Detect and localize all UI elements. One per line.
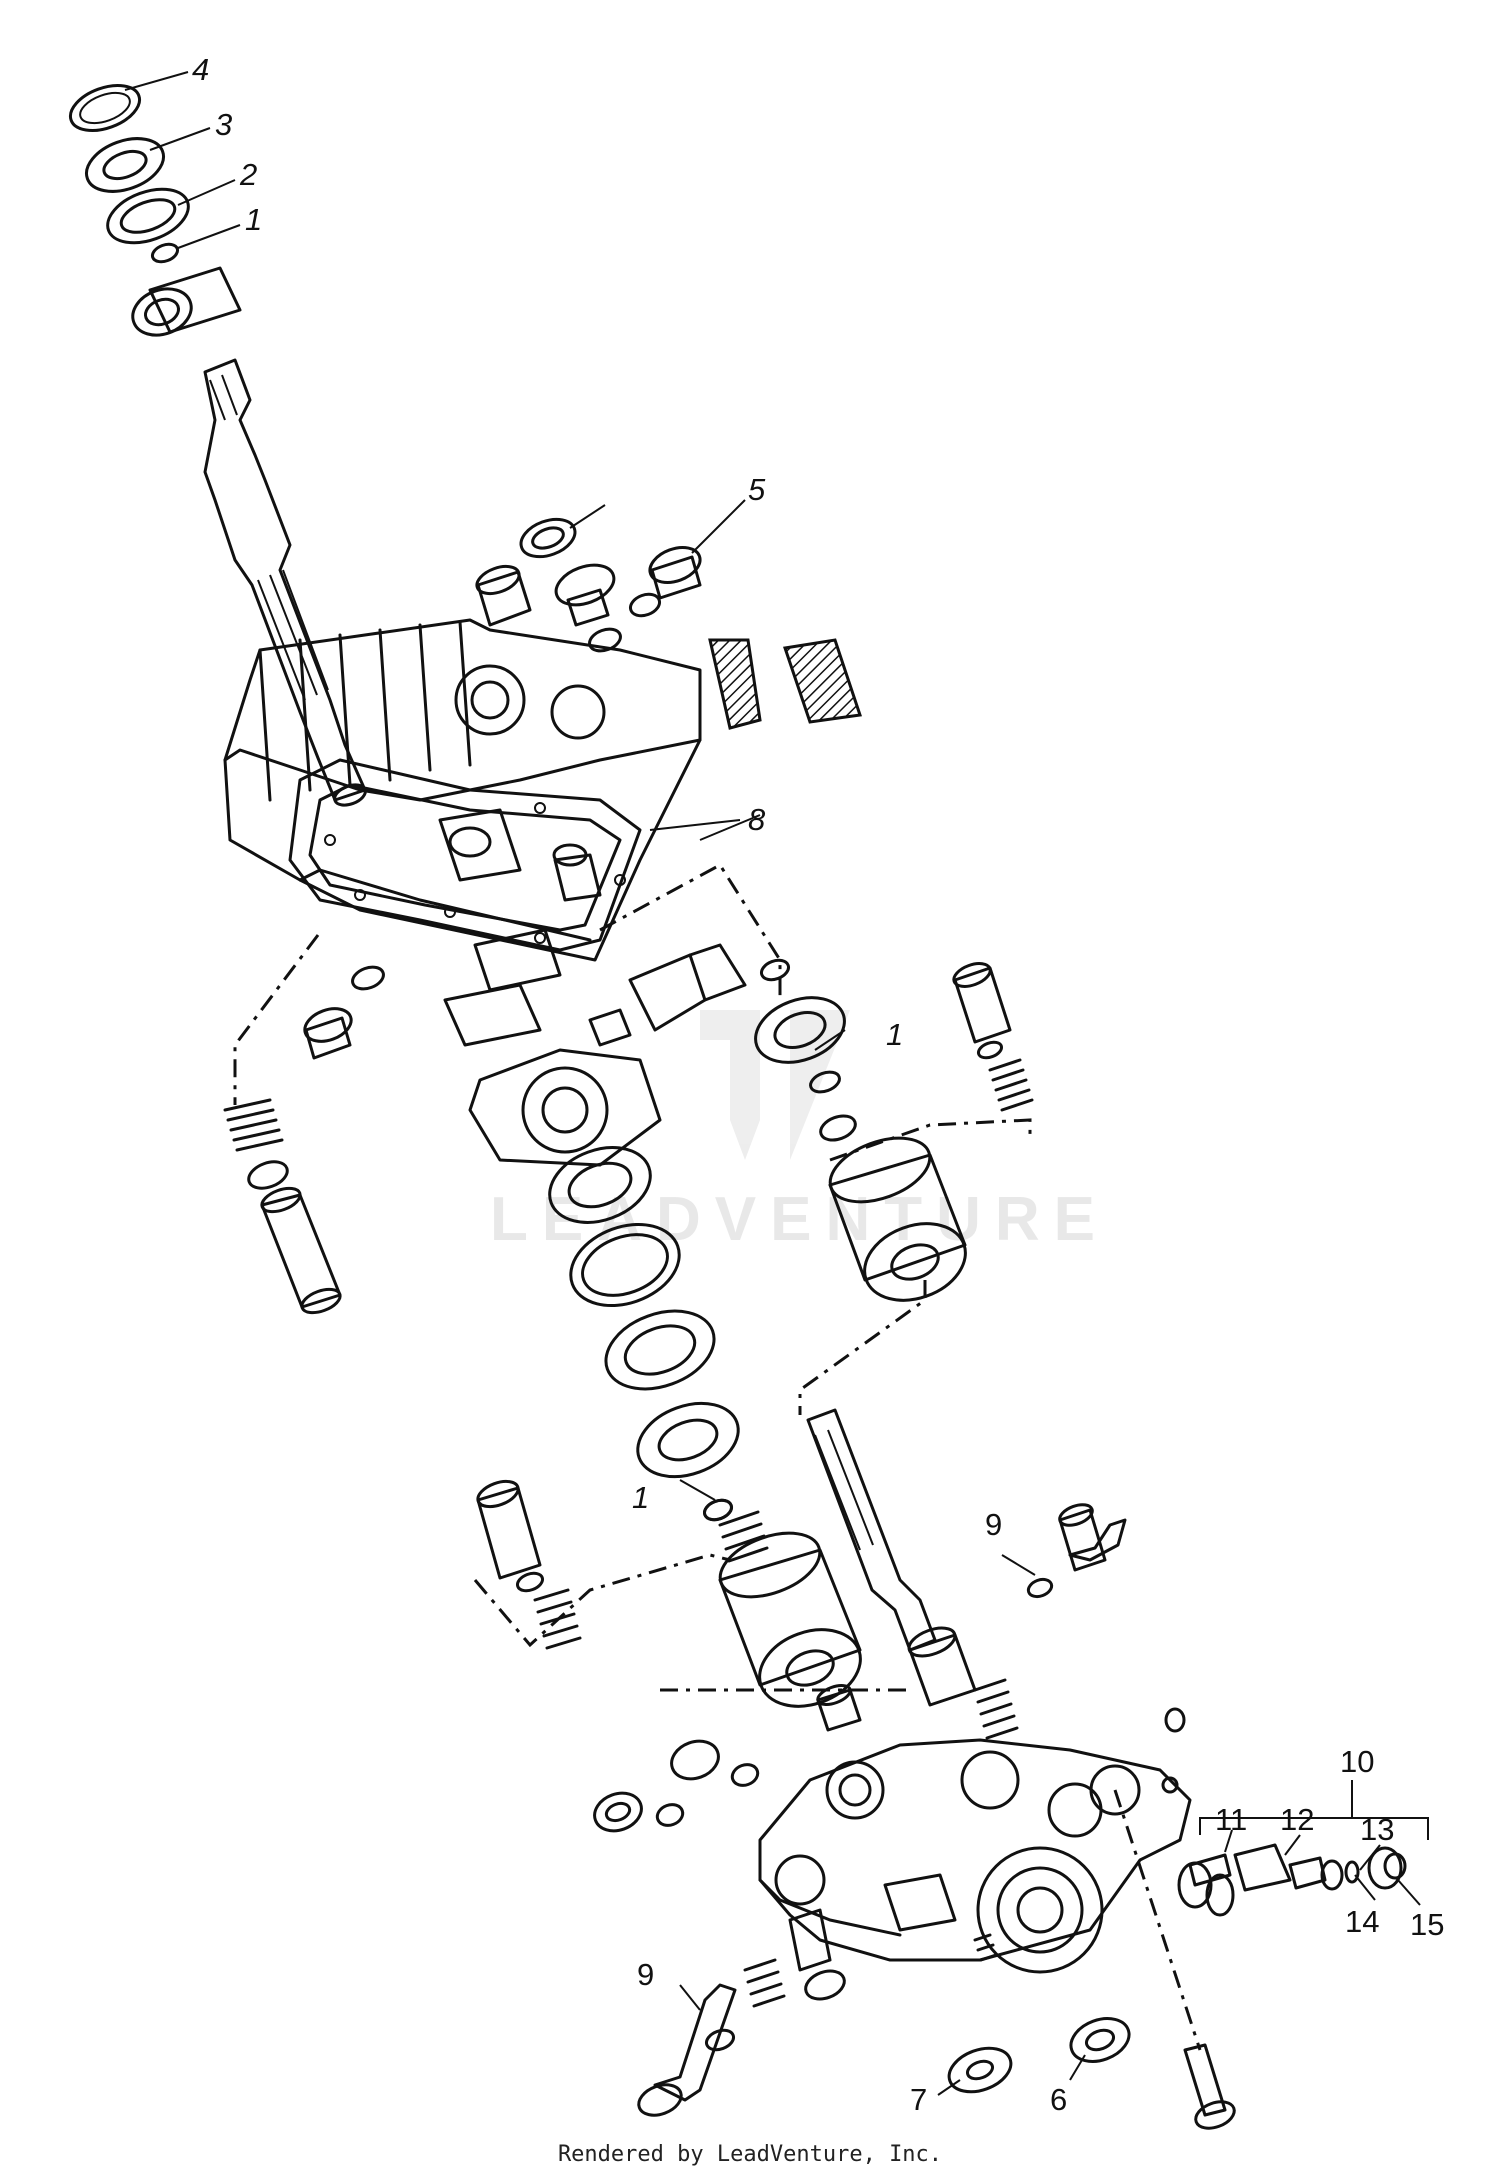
bolt-lower-right (1183, 2043, 1236, 2130)
cylinder-block-upper (828, 1136, 967, 1302)
leader-lines-top (124, 71, 241, 249)
spring-left (223, 1098, 289, 1190)
gasket-part-8 (288, 758, 642, 952)
render-credit: Rendered by LeadVenture, Inc. (557, 2142, 943, 2167)
plug-left-lower (303, 965, 385, 1060)
bearing-upper-right (754, 958, 857, 1142)
retaining-ring-part-4 (68, 84, 142, 132)
leader-lines (679, 499, 1421, 2096)
plug-right (628, 546, 702, 618)
plugs-lower-left (593, 1739, 760, 1833)
callout-5: 5 (748, 472, 766, 507)
callout-11: 11 (1215, 1802, 1247, 1837)
callout-4: 4 (192, 52, 209, 87)
seal-part-5 (519, 504, 606, 559)
snap-ring-part-1-top (150, 242, 180, 264)
piston-left (260, 1186, 342, 1315)
callout-8: 8 (748, 802, 766, 837)
thrust-bearing-stack (548, 1146, 740, 1522)
center-section-housing (758, 1738, 1192, 1974)
cylinder-block-lower (718, 1531, 862, 1708)
callout-labels: 4 3 2 1 5 8 1 1 9 10 11 12 13 14 15 9 7 … (192, 52, 1444, 2117)
seal-part-3 (85, 137, 165, 193)
swash-plate-parts (443, 928, 747, 1167)
callout-3: 3 (215, 107, 232, 142)
washer-part-7 (947, 2046, 1013, 2094)
spring-lower-left (743, 1958, 786, 2008)
spring-small-center (973, 1933, 998, 1962)
callout-2: 2 (239, 157, 257, 192)
pins-hatched (708, 638, 862, 730)
callout-bracket-part-10 (1199, 1780, 1429, 1840)
callout-1-top: 1 (245, 202, 262, 237)
callout-1-middle: 1 (886, 1017, 903, 1052)
washer-part-6 (1069, 2017, 1131, 2063)
spring-right-lower (973, 1503, 1107, 1740)
callout-14: 14 (1345, 1904, 1379, 1939)
callout-9-upper: 9 (985, 1507, 1002, 1542)
plug-lower-center (788, 1908, 846, 2001)
callout-15: 15 (1410, 1907, 1444, 1942)
output-shaft (203, 358, 367, 807)
bushing-lower (816, 1683, 862, 1732)
piston-lower-left (476, 1479, 582, 1650)
callout-1-lower: 1 (632, 1480, 649, 1515)
callout-7: 7 (910, 2082, 927, 2117)
input-shaft (806, 1408, 977, 1707)
upper-housing (223, 618, 741, 962)
watermark-text: LEADVENTURE (490, 1185, 1109, 1254)
bolt-upper-right (1068, 1518, 1186, 1733)
relief-valve-assembly (1177, 1843, 1407, 1917)
bushing-left (475, 564, 532, 627)
callout-12: 12 (1280, 1802, 1314, 1837)
callout-6: 6 (1050, 2082, 1067, 2117)
assembly-dashed-lines (233, 863, 1202, 2051)
callout-13: 13 (1360, 1812, 1394, 1847)
spring-center-lower (702, 1498, 769, 1563)
callout-10: 10 (1340, 1744, 1374, 1779)
bolt-lower-left (637, 1983, 737, 2117)
callout-9-lower: 9 (637, 1957, 654, 1992)
bearing-top (131, 266, 242, 337)
spring-right-upper (952, 962, 1034, 1112)
